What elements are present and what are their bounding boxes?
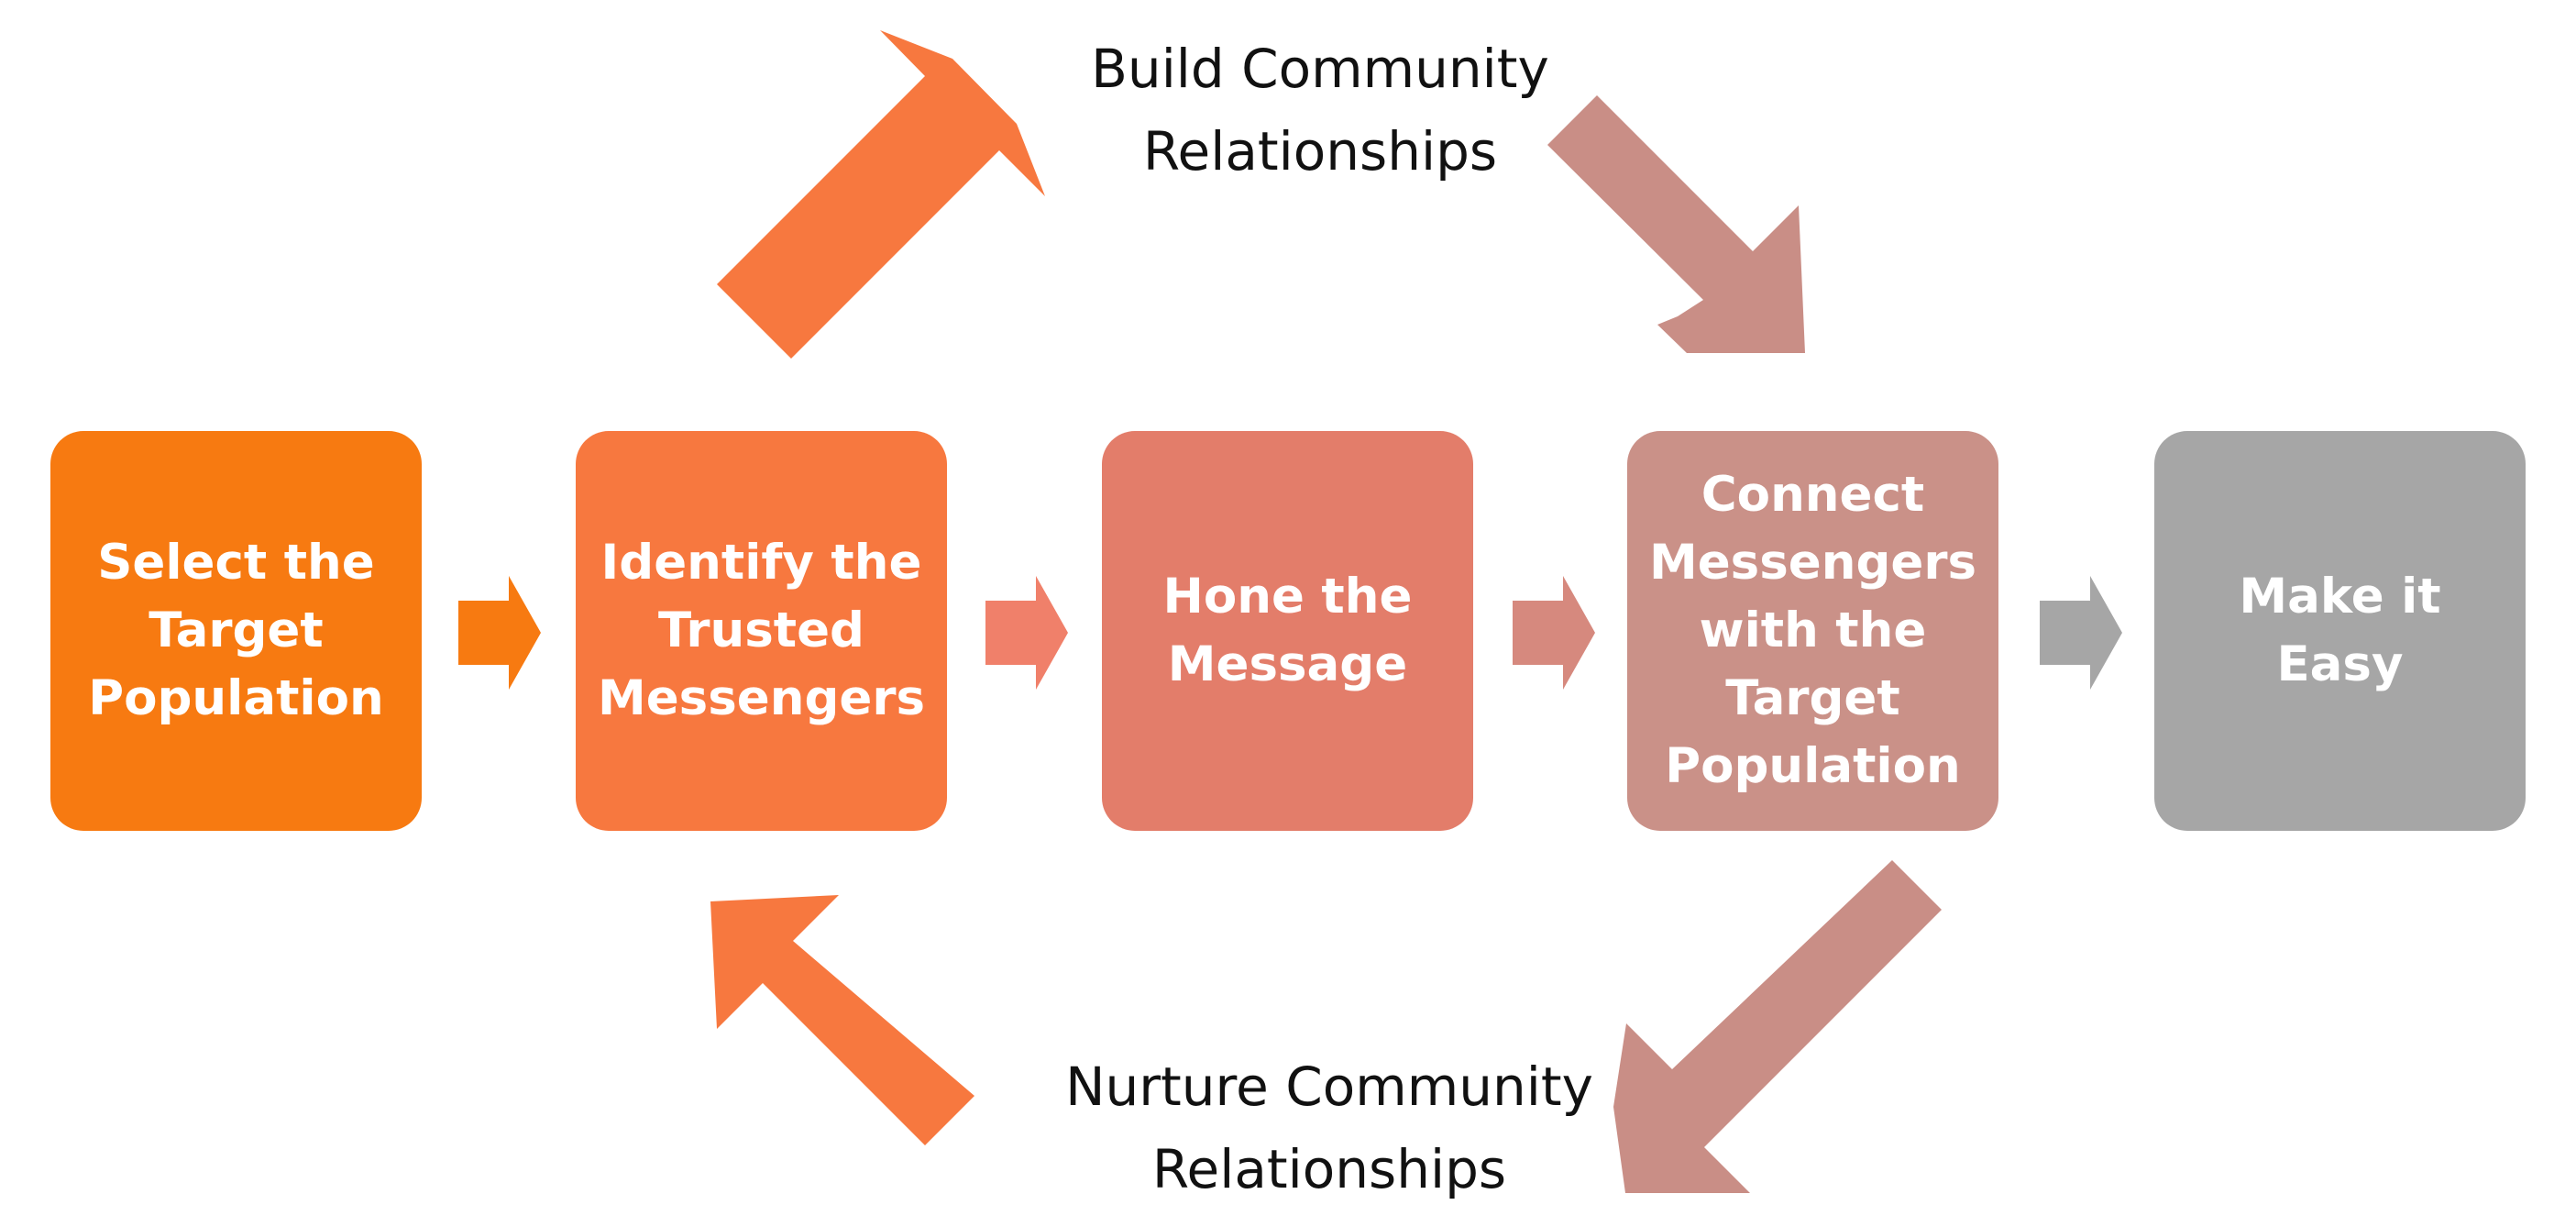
step-label: Connect Messengers with the Target Popul… xyxy=(1648,467,1977,794)
arrow-step4-to-step5 xyxy=(2040,576,2122,690)
step-identify-trusted-messengers: Identify the Trusted Messengers xyxy=(576,431,947,831)
arrow-down-from-connect xyxy=(1613,860,1942,1193)
step-hone-the-message: Hone the Message xyxy=(1102,431,1473,831)
arrow-step3-to-step4 xyxy=(1513,576,1595,690)
arrow-step2-to-step3 xyxy=(985,576,1068,690)
arrow-down-from-build xyxy=(1547,95,1805,353)
step-label: Select the Target Population xyxy=(88,535,384,726)
step-make-it-easy: Make it Easy xyxy=(2154,431,2526,831)
step-label: Identify the Trusted Messengers xyxy=(597,535,926,726)
step-label: Make it Easy xyxy=(2239,569,2441,692)
arrow-up-to-identify xyxy=(710,895,974,1145)
nurture-community-relationships-label: Nurture Community Relationships xyxy=(1065,1056,1593,1200)
arrow-step1-to-step2 xyxy=(458,576,541,690)
step-connect-messengers: Connect Messengers with the Target Popul… xyxy=(1627,431,1998,831)
build-community-relationships-label: Build Community Relationships xyxy=(1091,38,1549,182)
step-label: Hone the Message xyxy=(1162,569,1413,692)
step-select-target-population: Select the Target Population xyxy=(50,431,422,831)
arrow-up-to-build xyxy=(717,30,1045,359)
